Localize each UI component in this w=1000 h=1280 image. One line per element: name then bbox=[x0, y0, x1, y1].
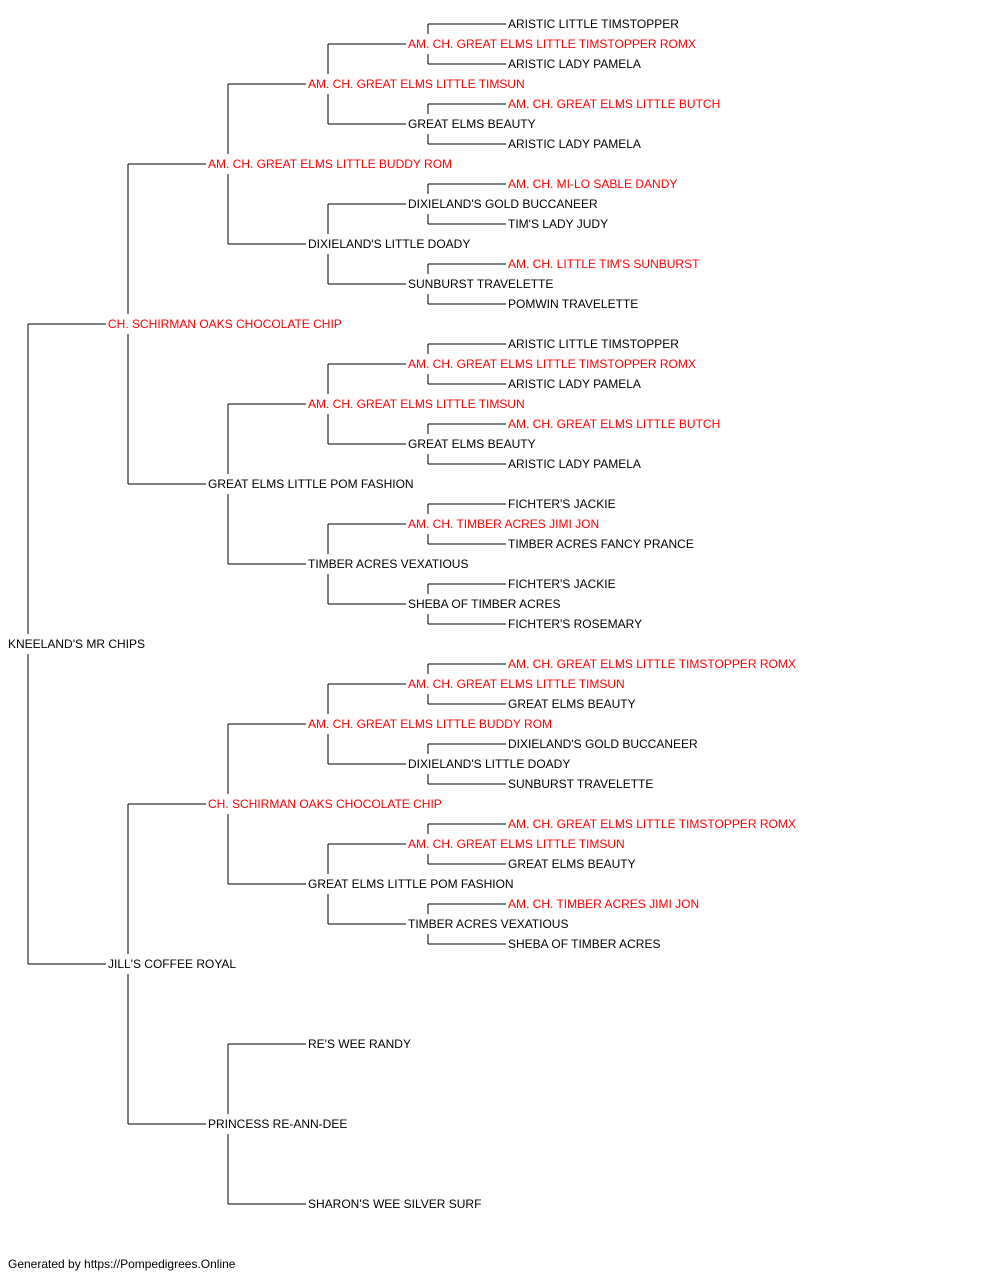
dog-name-root-sire-sire-sire-dam: GREAT ELMS BEAUTY bbox=[408, 117, 536, 131]
dog-name-root-sire-dam-dam: TIMBER ACRES VEXATIOUS bbox=[308, 557, 468, 571]
dog-name-root: KNEELAND'S MR CHIPS bbox=[8, 637, 145, 651]
dog-name-root-sire-sire-dam-dam-sire: AM. CH. LITTLE TIM'S SUNBURST bbox=[508, 257, 700, 271]
dog-name-root-dam-sire-dam-dam-sire: AM. CH. TIMBER ACRES JIMI JON bbox=[508, 897, 699, 911]
footer-credit: Generated by https://Pompedigrees.Online bbox=[8, 1257, 236, 1271]
dog-name-root-sire-sire-dam-sire: DIXIELAND'S GOLD BUCCANEER bbox=[408, 197, 598, 211]
dog-name-root-sire-dam-sire-dam-sire: AM. CH. GREAT ELMS LITTLE BUTCH bbox=[508, 417, 720, 431]
dog-name-root-sire-dam-dam-dam-dam: FICHTER'S ROSEMARY bbox=[508, 617, 642, 631]
dog-name-root-sire-sire-dam-dam-dam: POMWIN TRAVELETTE bbox=[508, 297, 638, 311]
dog-name-root-dam-dam-dam: SHARON'S WEE SILVER SURF bbox=[308, 1197, 481, 1211]
dog-name-root-sire-dam-dam-sire: AM. CH. TIMBER ACRES JIMI JON bbox=[408, 517, 599, 531]
dog-name-root-sire-sire-sire-sire-sire: ARISTIC LITTLE TIMSTOPPER bbox=[508, 17, 679, 31]
dog-labels: KNEELAND'S MR CHIPS CH. SCHIRMAN OAKS CHO… bbox=[8, 17, 796, 1211]
dog-name-root-dam-sire-sire-sire-sire: AM. CH. GREAT ELMS LITTLE TIMSTOPPER ROM… bbox=[508, 657, 796, 671]
dog-name-root-dam-dam: PRINCESS RE-ANN-DEE bbox=[208, 1117, 347, 1131]
dog-name-root-sire-sire-dam-sire-sire: AM. CH. MI-LO SABLE DANDY bbox=[508, 177, 677, 191]
dog-name-root-dam-sire-dam-dam-dam: SHEBA OF TIMBER ACRES bbox=[508, 937, 660, 951]
dog-name-root-dam: JILL'S COFFEE ROYAL bbox=[108, 957, 236, 971]
dog-name-root-dam-sire-sire-sire: AM. CH. GREAT ELMS LITTLE TIMSUN bbox=[408, 677, 625, 691]
dog-name-root-sire: CH. SCHIRMAN OAKS CHOCOLATE CHIP bbox=[108, 317, 342, 331]
dog-name-root-sire-sire-sire-dam-sire: AM. CH. GREAT ELMS LITTLE BUTCH bbox=[508, 97, 720, 111]
dog-name-root-sire-sire-sire-sire-dam: ARISTIC LADY PAMELA bbox=[508, 57, 641, 71]
dog-name-root-sire-sire-dam-sire-dam: TIM'S LADY JUDY bbox=[508, 217, 608, 231]
pedigree-tree: KNEELAND'S MR CHIPS CH. SCHIRMAN OAKS CHO… bbox=[8, 17, 796, 1211]
dog-name-root-dam-sire-dam-sire-sire: AM. CH. GREAT ELMS LITTLE TIMSTOPPER ROM… bbox=[508, 817, 796, 831]
dog-name-root-sire-sire-dam-dam: SUNBURST TRAVELETTE bbox=[408, 277, 553, 291]
dog-name-root-dam-sire: CH. SCHIRMAN OAKS CHOCOLATE CHIP bbox=[208, 797, 442, 811]
dog-name-root-dam-dam-sire: RE'S WEE RANDY bbox=[308, 1037, 411, 1051]
dog-name-root-sire-sire-sire: AM. CH. GREAT ELMS LITTLE TIMSUN bbox=[308, 77, 525, 91]
dog-name-root-dam-sire-sire-sire-dam: GREAT ELMS BEAUTY bbox=[508, 697, 636, 711]
dog-name-root-sire-dam: GREAT ELMS LITTLE POM FASHION bbox=[208, 477, 414, 491]
dog-name-root-sire-sire-sire-sire: AM. CH. GREAT ELMS LITTLE TIMSTOPPER ROM… bbox=[408, 37, 696, 51]
dog-name-root-sire-dam-sire-sire-dam: ARISTIC LADY PAMELA bbox=[508, 377, 641, 391]
dog-name-root-dam-sire-dam: GREAT ELMS LITTLE POM FASHION bbox=[308, 877, 514, 891]
dog-name-root-sire-dam-sire-sire-sire: ARISTIC LITTLE TIMSTOPPER bbox=[508, 337, 679, 351]
dog-name-root-dam-sire-sire-dam: DIXIELAND'S LITTLE DOADY bbox=[408, 757, 570, 771]
dog-name-root-sire-sire-sire-dam-dam: ARISTIC LADY PAMELA bbox=[508, 137, 641, 151]
dog-name-root-sire-dam-dam-dam: SHEBA OF TIMBER ACRES bbox=[408, 597, 560, 611]
dog-name-root-sire-sire-dam: DIXIELAND'S LITTLE DOADY bbox=[308, 237, 470, 251]
dog-name-root-sire-dam-dam-sire-dam: TIMBER ACRES FANCY PRANCE bbox=[508, 537, 694, 551]
dog-name-root-dam-sire-sire: AM. CH. GREAT ELMS LITTLE BUDDY ROM bbox=[308, 717, 552, 731]
dog-name-root-sire-sire: AM. CH. GREAT ELMS LITTLE BUDDY ROM bbox=[208, 157, 452, 171]
dog-name-root-sire-dam-sire-dam: GREAT ELMS BEAUTY bbox=[408, 437, 536, 451]
dog-name-root-dam-sire-dam-dam: TIMBER ACRES VEXATIOUS bbox=[408, 917, 568, 931]
dog-name-root-sire-dam-sire: AM. CH. GREAT ELMS LITTLE TIMSUN bbox=[308, 397, 525, 411]
dog-name-root-dam-sire-sire-dam-sire: DIXIELAND'S GOLD BUCCANEER bbox=[508, 737, 698, 751]
dog-name-root-sire-dam-dam-sire-sire: FICHTER'S JACKIE bbox=[508, 497, 616, 511]
dog-name-root-dam-sire-sire-dam-dam: SUNBURST TRAVELETTE bbox=[508, 777, 653, 791]
dog-name-root-sire-dam-sire-dam-dam: ARISTIC LADY PAMELA bbox=[508, 457, 641, 471]
dog-name-root-sire-dam-dam-dam-sire: FICHTER'S JACKIE bbox=[508, 577, 616, 591]
dog-name-root-dam-sire-dam-sire: AM. CH. GREAT ELMS LITTLE TIMSUN bbox=[408, 837, 625, 851]
dog-name-root-dam-sire-dam-sire-dam: GREAT ELMS BEAUTY bbox=[508, 857, 636, 871]
connector-lines bbox=[27, 23, 506, 1205]
dog-name-root-sire-dam-sire-sire: AM. CH. GREAT ELMS LITTLE TIMSTOPPER ROM… bbox=[408, 357, 696, 371]
